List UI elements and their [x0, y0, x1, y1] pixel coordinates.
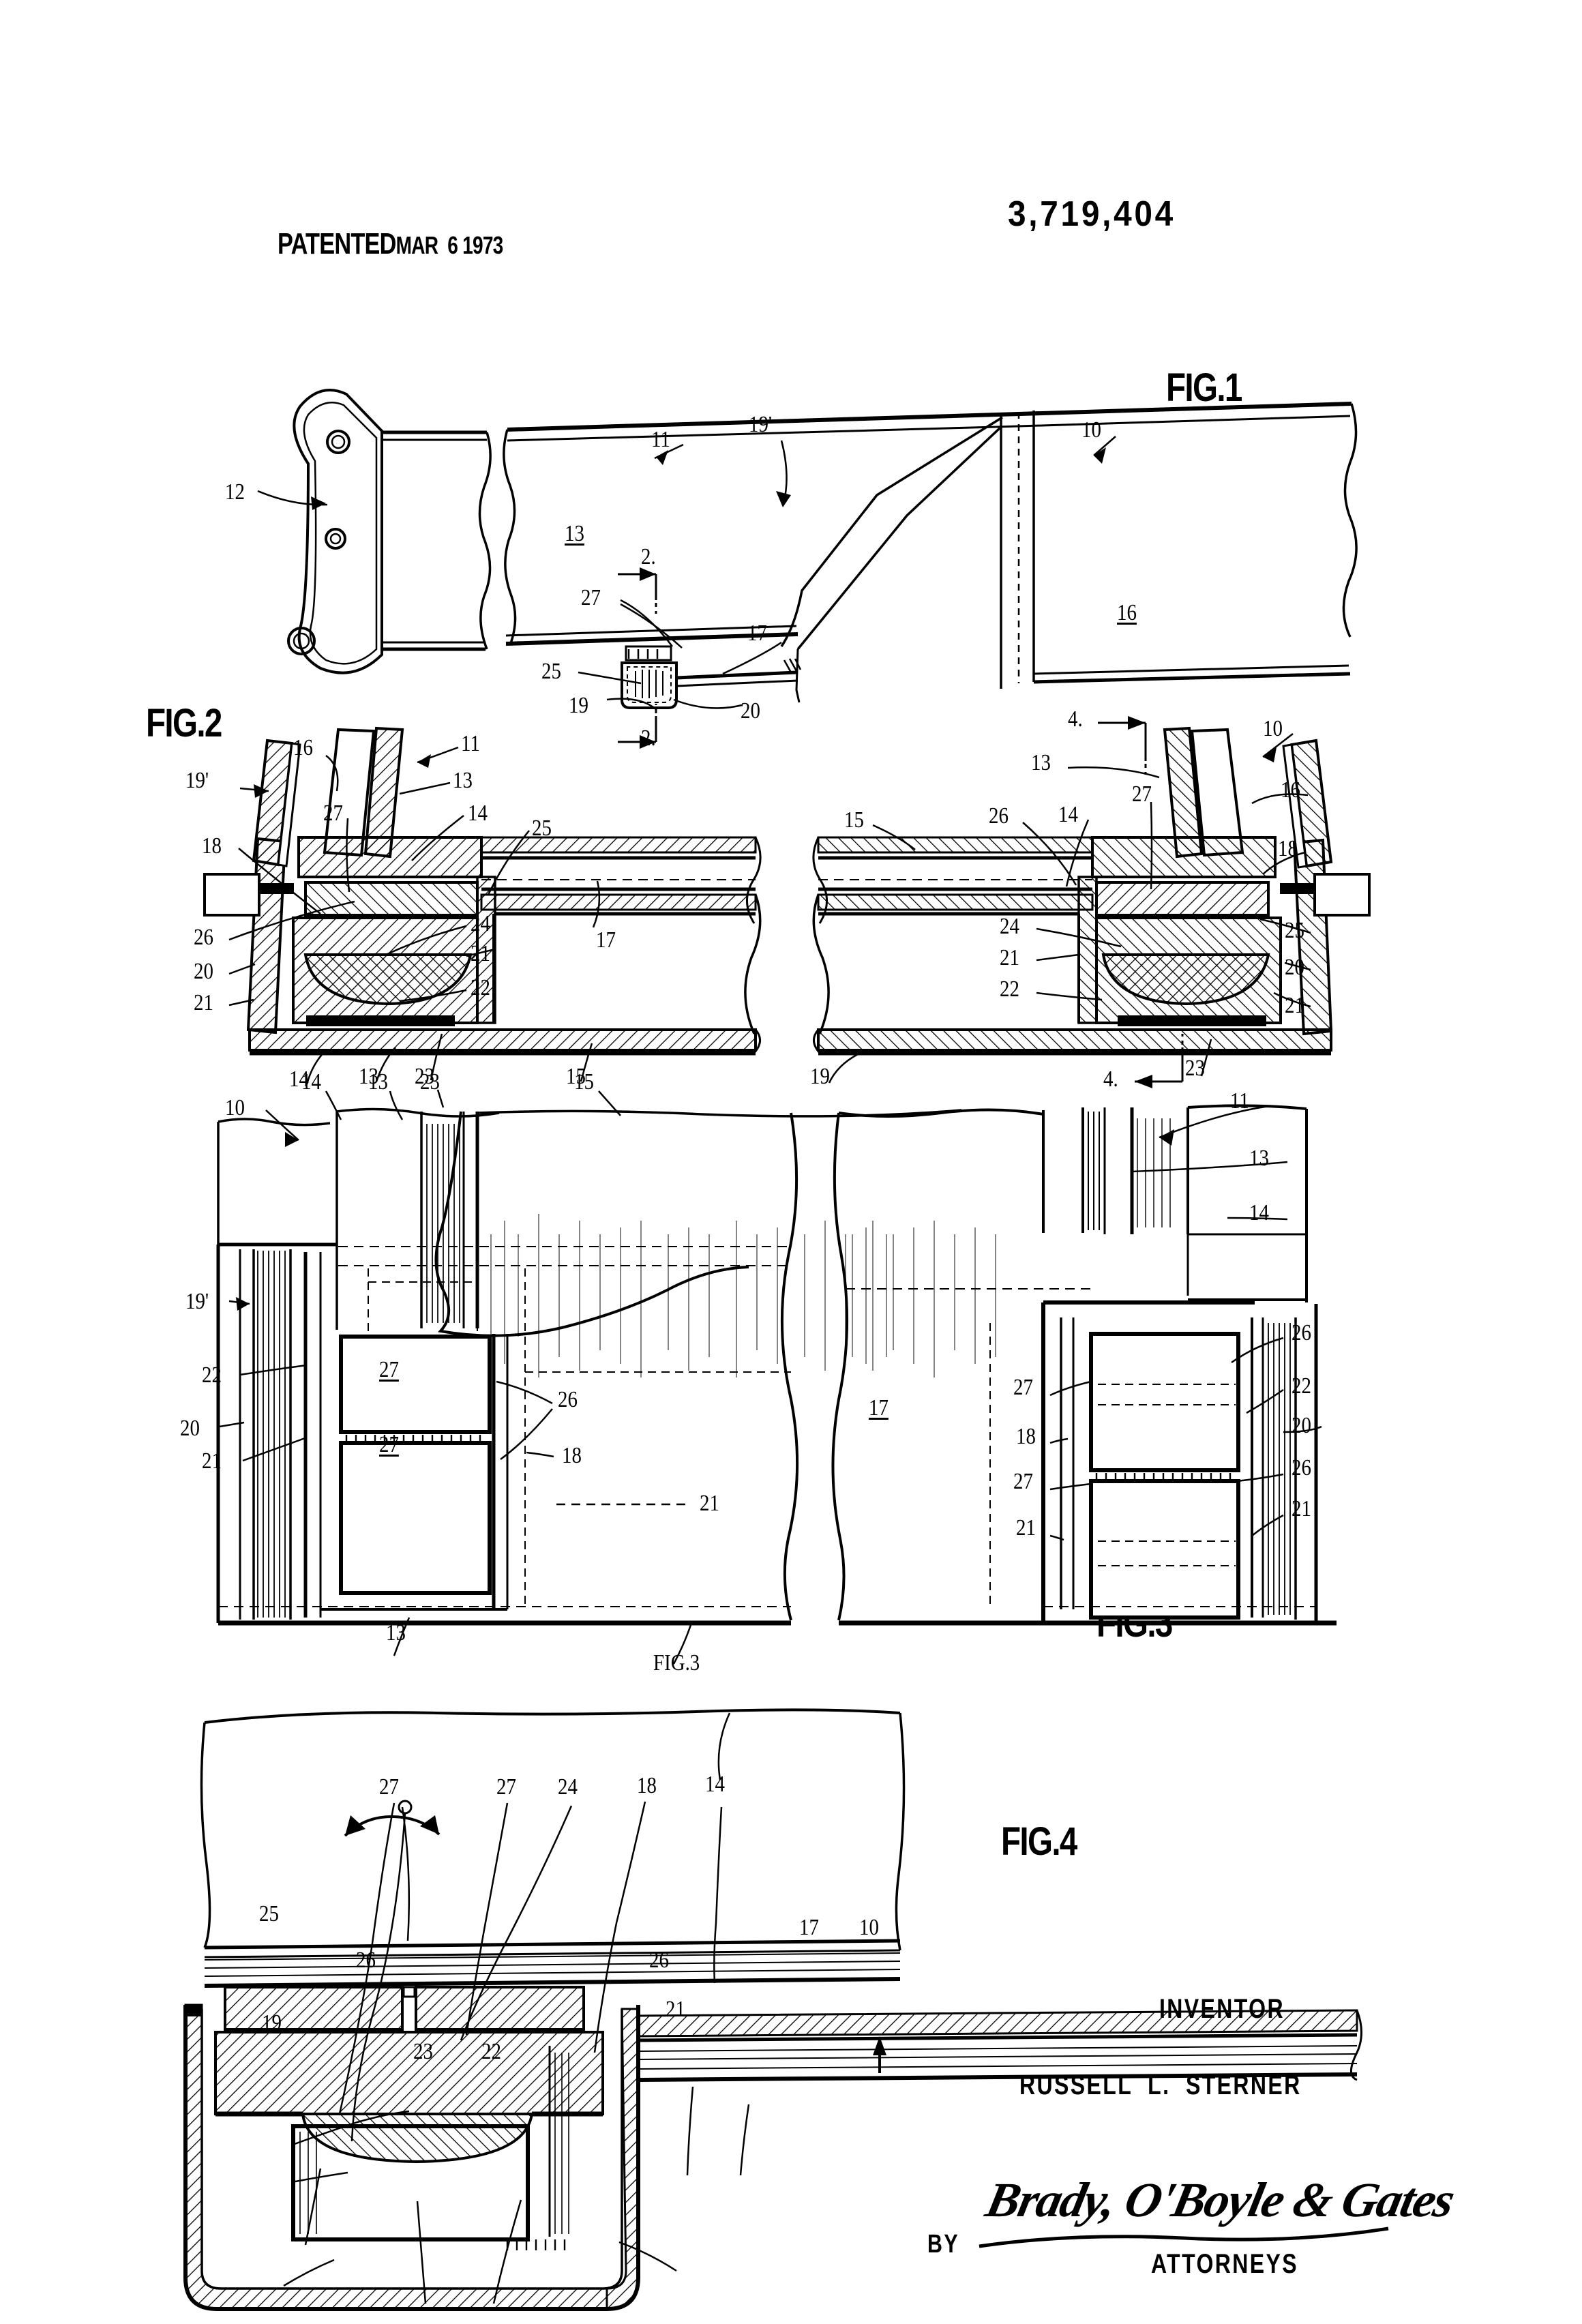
attorneys-label: ATTORNEYS [1151, 2250, 1298, 2278]
fig4-ref-18: 18 [637, 1774, 657, 1798]
fig3-ref-13-r: 13 [1249, 1147, 1269, 1170]
fig2-ref-16-l: 16 [293, 736, 313, 760]
fig2-ref-13-r: 13 [1031, 751, 1051, 775]
fig3-ref-14-r: 14 [1249, 1202, 1269, 1225]
fig2-ref-22-r: 22 [1000, 978, 1019, 1001]
fig4-ref-17: 17 [799, 1916, 819, 1939]
fig3-ref-21-d: 21 [700, 1492, 719, 1515]
inventor-name: RUSSELL L. STERNER [1019, 2072, 1302, 2099]
fig2-drawing [0, 0, 1582, 1159]
fig4-ref-26-b: 26 [649, 1949, 669, 1972]
fig3-ref-21-c: 21 [1016, 1517, 1036, 1540]
fig3-ref-27-c: 27 [1013, 1376, 1033, 1399]
fig3-ref-21-r: 21 [1292, 1498, 1311, 1521]
fig3-ref-27-b: 27 [379, 1433, 399, 1457]
fig2-ref-20-l: 20 [194, 960, 213, 983]
fig3-ref-26-r2: 26 [1292, 1457, 1311, 1480]
fig4-ref-22: 22 [481, 2040, 501, 2064]
fig2-ref-18-r: 18 [1278, 837, 1298, 861]
fig3-ref-14: 14 [301, 1071, 321, 1094]
fig2-ref-15: 15 [844, 809, 864, 832]
fig2-ref-21-l: 21 [194, 992, 213, 1015]
fig3-ref-21: 21 [202, 1450, 222, 1473]
fig2-ref-18-l: 18 [202, 835, 222, 858]
fig3-ref-20-r: 20 [1292, 1414, 1311, 1437]
fig4-ref-25: 25 [259, 1903, 279, 1926]
fig2-ref-27-r: 27 [1132, 783, 1152, 806]
fig4-ref-14: 14 [705, 1773, 725, 1796]
fig4-ref-10: 10 [859, 1916, 879, 1939]
fig3-ref-18-l: 18 [562, 1444, 582, 1468]
fig3-ref-26-l: 26 [558, 1388, 578, 1412]
fig2-ref-20-r: 20 [1285, 956, 1304, 979]
fig4-ref-24: 24 [558, 1776, 578, 1799]
fig3-ref-26-r1: 26 [1292, 1322, 1311, 1345]
fig3-ref-17: 17 [869, 1397, 889, 1420]
fig2-ref-17-l: 17 [596, 929, 616, 952]
fig3-drawing [0, 1064, 1582, 1678]
fig2-ref-21-r: 21 [1000, 947, 1019, 970]
fig2-ref-14-r: 14 [1058, 803, 1078, 826]
fig3-ref-27-a: 27 [379, 1358, 399, 1382]
fig2-ref-10: 10 [1263, 717, 1283, 741]
fig2-ref-13-l: 13 [453, 769, 473, 792]
by-label: BY [927, 2231, 959, 2257]
fig3-ref-27-d: 27 [1013, 1470, 1033, 1493]
fig2-ref-21b-r: 21 [1285, 994, 1304, 1017]
fig3-ref-10: 10 [225, 1097, 245, 1120]
fig2-ref-21b-l: 21 [471, 942, 490, 966]
fig3-ref-15: 15 [574, 1071, 594, 1094]
fig4-drawing [0, 1637, 1582, 2128]
fig2-ref-16-r: 16 [1281, 779, 1300, 802]
fig2-ref-25-r: 25 [1285, 919, 1304, 942]
fig4-ref-27-b: 27 [496, 1776, 516, 1799]
fig2-ref-22-l: 22 [471, 977, 490, 1000]
fig2-ref-26-l: 26 [194, 926, 213, 949]
fig2-section-4-top: 4. [1068, 708, 1083, 731]
fig4-ref-19: 19 [262, 2012, 282, 2035]
fig2-ref-24-l: 24 [471, 912, 490, 936]
fig4-ref-26-a: 26 [356, 1949, 376, 1972]
fig3-ref-23: 23 [420, 1071, 440, 1094]
fig2-ref-14-l: 14 [468, 802, 488, 825]
fig2-ref-11: 11 [461, 732, 480, 756]
fig3-ref-11: 11 [1230, 1090, 1249, 1113]
fig3-ref-22: 22 [202, 1364, 222, 1387]
fig3-ref-13: 13 [368, 1071, 388, 1094]
fig4-ref-23: 23 [413, 2040, 433, 2064]
fig4-ref-21: 21 [666, 1998, 685, 2021]
fig2-ref-26-r: 26 [989, 805, 1009, 828]
fig3-ref-18-r: 18 [1016, 1425, 1036, 1448]
fig2-ref-25-l: 25 [532, 817, 552, 840]
fig3-ref-22-r: 22 [1292, 1375, 1311, 1398]
fig2-ref-24-r: 24 [1000, 915, 1019, 938]
fig2-ref-27-l: 27 [323, 802, 343, 825]
fig3-ref-20: 20 [180, 1417, 200, 1440]
inventor-label: INVENTOR [1159, 1995, 1285, 2023]
fig3-ref-19p: 19' [185, 1290, 209, 1313]
fig4-ref-27-a: 27 [379, 1776, 399, 1799]
fig2-ref-19p: 19' [185, 769, 209, 792]
